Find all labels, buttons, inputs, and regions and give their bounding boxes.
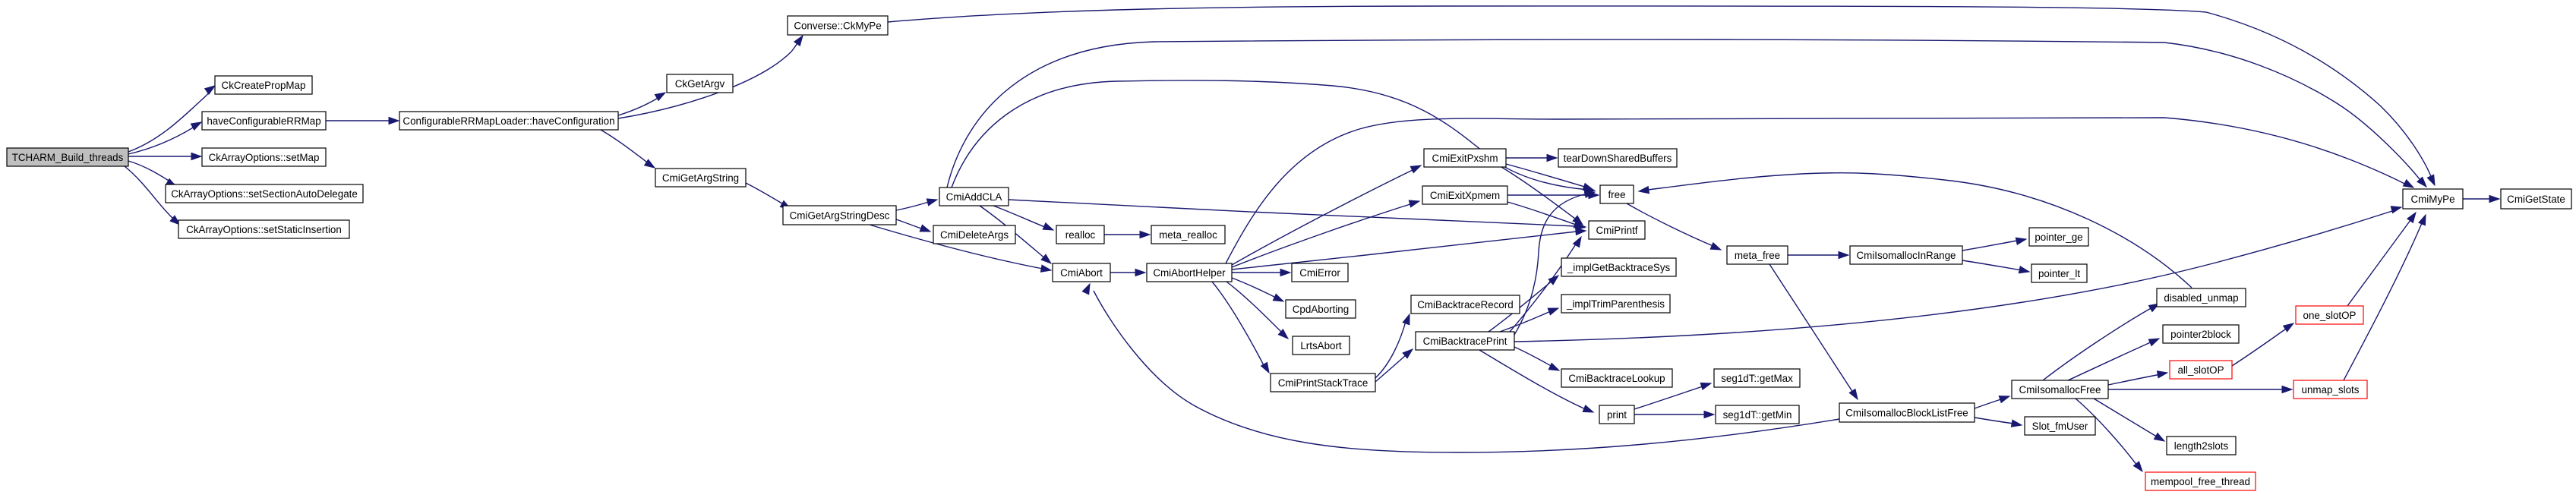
svg-text:realloc: realloc [1065,229,1096,241]
svg-text:CpdAborting: CpdAborting [1293,304,1349,315]
svg-text:LrtsAbort: LrtsAbort [1300,340,1342,351]
svg-text:ConfigurableRRMapLoader::haveC: ConfigurableRRMapLoader::haveConfigurati… [402,115,614,127]
svg-text:CmiPrintf: CmiPrintf [1596,225,1637,236]
svg-text:CmiGetArgStringDesc: CmiGetArgStringDesc [790,210,890,221]
svg-text:seg1dT::getMax: seg1dT::getMax [1721,373,1793,384]
svg-text:mempool_free_thread: mempool_free_thread [2151,476,2250,487]
svg-text:CmiIsomallocInRange: CmiIsomallocInRange [1857,250,1956,261]
svg-text:Converse::CkMyPe: Converse::CkMyPe [794,20,881,31]
svg-text:CmiAddCLA: CmiAddCLA [946,191,1002,203]
svg-text:unmap_slots: unmap_slots [2302,384,2360,396]
svg-text:pointer2block: pointer2block [2170,329,2231,340]
svg-text:CmiPrintStackTrace: CmiPrintStackTrace [1278,377,1368,389]
svg-text:CmiExitXpmem: CmiExitXpmem [1430,190,1500,201]
svg-text:seg1dT::getMin: seg1dT::getMin [1723,409,1792,421]
svg-text:TCHARM_Build_threads: TCHARM_Build_threads [12,152,124,163]
svg-text:meta_realloc: meta_realloc [1159,229,1217,241]
svg-text:CmiExitPxshm: CmiExitPxshm [1432,153,1498,164]
svg-text:CmiDeleteArgs: CmiDeleteArgs [940,229,1009,241]
svg-text:CmiGetState: CmiGetState [2507,194,2565,205]
svg-text:pointer_lt: pointer_lt [2038,268,2080,279]
svg-text:print: print [1607,409,1627,421]
svg-text:CmiGetArgString: CmiGetArgString [662,172,739,184]
svg-text:CmiMyPe: CmiMyPe [2410,194,2454,205]
svg-text:CmiAbort: CmiAbort [1060,267,1103,279]
svg-text:CmiAbortHelper: CmiAbortHelper [1153,267,1226,279]
svg-text:CkArrayOptions::setStaticInser: CkArrayOptions::setStaticInsertion [186,224,342,235]
svg-text:_implGetBacktraceSys: _implGetBacktraceSys [1567,262,1671,273]
svg-text:_implTrimParenthesis: _implTrimParenthesis [1566,298,1665,310]
svg-text:CmiError: CmiError [1299,267,1340,279]
svg-text:CkGetArgv: CkGetArgv [675,78,725,90]
svg-text:CkArrayOptions::setSectionAuto: CkArrayOptions::setSectionAutoDelegate [171,188,358,200]
svg-text:length2slots: length2slots [2174,440,2229,452]
svg-text:CmiBacktraceLookup: CmiBacktraceLookup [1568,373,1665,384]
svg-text:pointer_ge: pointer_ge [2035,232,2082,243]
svg-text:one_slotOP: one_slotOP [2303,310,2357,321]
svg-text:haveConfigurableRRMap: haveConfigurableRRMap [207,115,320,127]
svg-text:CmiIsomallocFree: CmiIsomallocFree [2019,384,2101,396]
svg-text:all_slotOP: all_slotOP [2177,364,2224,376]
svg-text:meta_free: meta_free [1735,250,1780,261]
svg-text:tearDownSharedBuffers: tearDownSharedBuffers [1564,153,1672,164]
svg-text:disabled_unmap: disabled_unmap [2164,292,2238,304]
svg-text:Slot_fmUser: Slot_fmUser [2032,421,2088,432]
svg-text:CmiBacktracePrint: CmiBacktracePrint [1423,336,1507,347]
svg-text:CmiIsomallocBlockListFree: CmiIsomallocBlockListFree [1845,407,1968,418]
svg-text:CkCreatePropMap: CkCreatePropMap [222,80,306,91]
svg-text:CkArrayOptions::setMap: CkArrayOptions::setMap [209,152,320,163]
svg-text:free: free [1608,189,1625,200]
svg-text:CmiBacktraceRecord: CmiBacktraceRecord [1417,299,1514,310]
